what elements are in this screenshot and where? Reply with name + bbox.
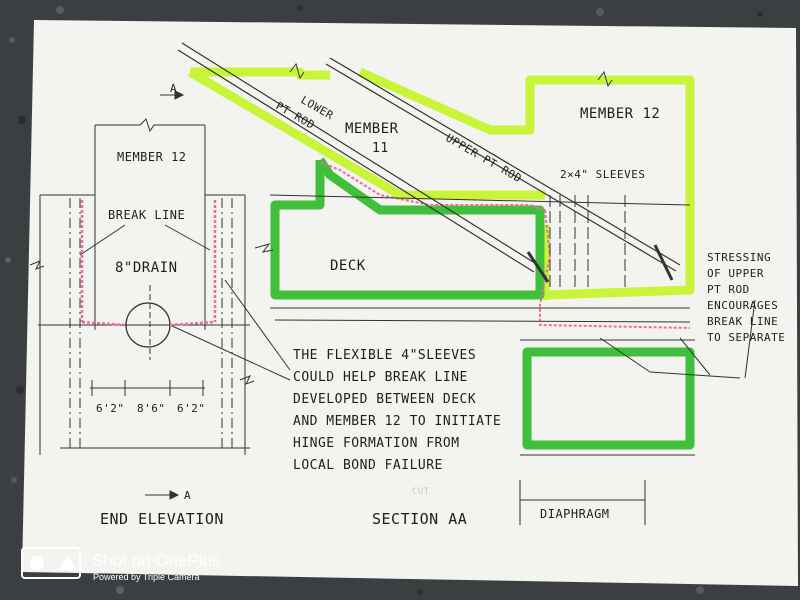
- break-line-pink-end-elevation: [80, 200, 217, 327]
- hinge-note-line: AND MEMBER 12 TO INITIATE: [293, 414, 501, 429]
- stress-note-line: STRESSING: [707, 251, 771, 264]
- hinge-note-line: COULD HELP BREAK LINE: [293, 370, 468, 385]
- member-11-label-line1: MEMBER: [345, 121, 399, 137]
- stress-note-line: BREAK LINE: [707, 315, 778, 328]
- member-outline-yellow: [187, 67, 695, 300]
- break-line-pink-section: [319, 161, 691, 329]
- lower-pt-rod: [177, 42, 550, 283]
- stress-note-line: PT ROD: [707, 283, 750, 296]
- section-mark-top: A: [170, 82, 177, 95]
- camera-watermark: Shot on OnePlus Powered by Triple Camera: [21, 547, 221, 582]
- section-mark-bottom: A: [184, 489, 191, 502]
- hinge-note-line: LOCAL BOND FAILURE: [293, 458, 443, 473]
- stress-note-line: ENCOURAGES: [707, 299, 778, 312]
- watermark-logo-icon: [21, 547, 81, 579]
- member-11-label-line2: 11: [372, 141, 389, 156]
- end-elevation-title: END ELEVATION: [100, 510, 224, 528]
- stress-note-line: OF UPPER: [707, 267, 764, 280]
- watermark-circle-icon: [30, 556, 44, 570]
- drain-label: 8"DRAIN: [115, 260, 178, 276]
- deck-outline-green: [270, 157, 695, 450]
- dimension-right: 6'2": [177, 402, 206, 415]
- faint-cut-mark: CUT: [412, 487, 430, 497]
- hinge-note-line: HINGE FORMATION FROM: [293, 436, 460, 451]
- hinge-note-line: THE FLEXIBLE 4"SLEEVES: [293, 348, 476, 363]
- diaphragm-label: DIAPHRAGM: [540, 507, 610, 521]
- hinge-note: THE FLEXIBLE 4"SLEEVES COULD HELP BREAK …: [293, 348, 501, 473]
- member-12-label-section: MEMBER 12: [580, 106, 660, 122]
- hinge-note-line: DEVELOPED BETWEEN DECK: [293, 392, 476, 407]
- section-aa-linework: [254, 62, 756, 525]
- deck-label: DECK: [330, 258, 366, 274]
- watermark-sub-text: Powered by Triple Camera: [93, 572, 200, 582]
- upper-pt-rod: [325, 57, 681, 281]
- dimension-left: 6'2": [96, 402, 125, 415]
- watermark-main-text: Shot on OnePlus: [92, 551, 221, 570]
- section-aa-title: SECTION AA: [372, 510, 467, 528]
- dimension-center: 8'6": [137, 402, 166, 415]
- end-elevation-drawing: [29, 90, 291, 500]
- stress-note-line: TO SEPARATE: [707, 331, 785, 344]
- watermark-triangle-icon: [58, 556, 76, 570]
- stressing-note: STRESSING OF UPPER PT ROD ENCOURAGES BRE…: [707, 251, 785, 344]
- member-12-label-elevation: MEMBER 12: [117, 150, 187, 164]
- break-line-label: BREAK LINE: [108, 208, 185, 222]
- sleeves-label: 2×4" SLEEVES: [560, 168, 645, 181]
